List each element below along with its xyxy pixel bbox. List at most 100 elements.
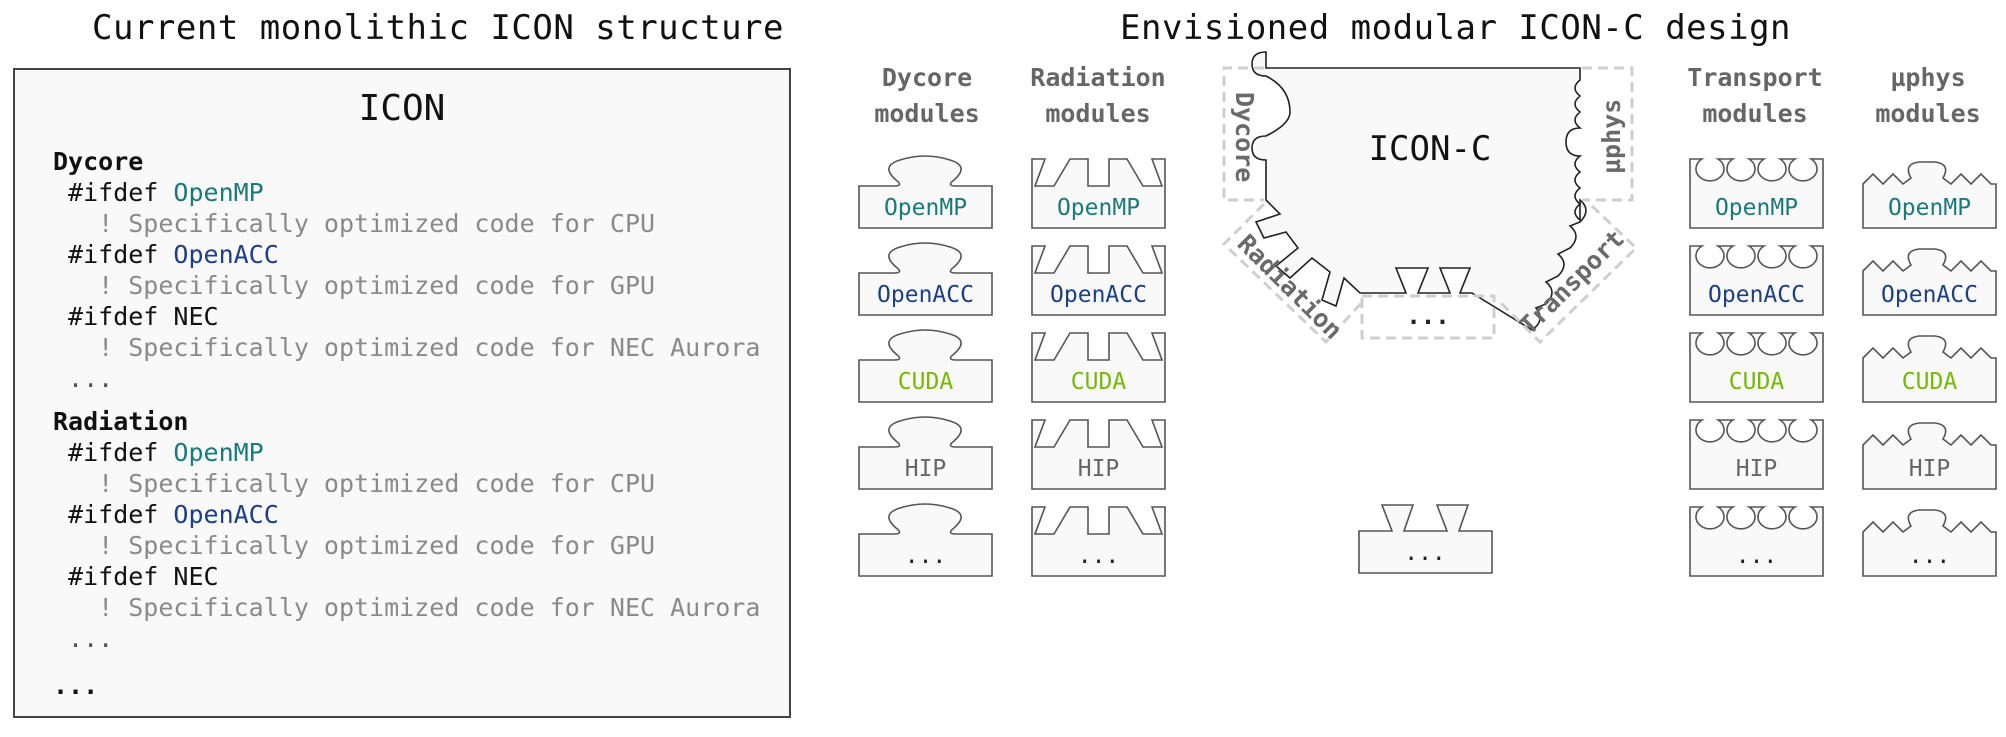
trailing-ellipsis: ... (53, 670, 760, 701)
code-comment: ! Specifically optimized code for CPU (53, 469, 656, 498)
icon-c-core: ICON-C (1251, 51, 1587, 331)
dovetail-connector-shape (1031, 506, 1166, 577)
slot-muphys: µphys (1582, 66, 1634, 202)
module-backend-label: CUDA (1071, 369, 1127, 395)
code-comment: ! Specifically optimized code for CPU (53, 209, 656, 238)
slot-dycore: Dycore (1222, 66, 1264, 202)
module-backend-label: OpenACC (877, 282, 974, 308)
module-dycore-openmp: OpenMP (858, 155, 993, 229)
column-heading-radiation: Radiation modules (1030, 63, 1166, 128)
ellipsis: ... (53, 671, 99, 700)
module-muphys-hip: HIP (1862, 422, 1997, 490)
module-backend-label: OpenACC (1708, 282, 1805, 308)
ifdef-line: #ifdef OpenACC (53, 499, 760, 530)
circles-connector-shape (1689, 419, 1824, 490)
circles-connector-shape (1689, 158, 1824, 229)
code-comment: ! Specifically optimized code for GPU (53, 271, 656, 300)
ifdef-line: #ifdef OpenMP (53, 177, 760, 208)
module-backend-label: HIP (1736, 456, 1778, 482)
ifdef-target: OpenACC (173, 240, 279, 269)
section-heading: Radiation (53, 406, 760, 437)
comment-line: ! Specifically optimized code for NEC Au… (53, 332, 760, 363)
left-panel-title: Current monolithic ICON structure (92, 8, 785, 48)
comment-line: ! Specifically optimized code for GPU (53, 530, 760, 561)
monolith-code-listing: Dycore #ifdef OpenMP ! Specifically opti… (53, 146, 760, 701)
mushroom-connector-shape (858, 329, 993, 403)
module-backend-label: CUDA (1729, 369, 1785, 395)
module-muphys-openmp: OpenMP (1862, 161, 1997, 229)
module-backend-label: CUDA (898, 369, 954, 395)
module-backend-label: HIP (1078, 456, 1120, 482)
module-backend-label: HIP (905, 456, 947, 482)
module-radiation-dots: ... (1031, 506, 1166, 577)
ifdef-directive: #ifdef (53, 178, 174, 207)
module-backend-label: OpenACC (1881, 282, 1978, 308)
module-transport-hip: HIP (1689, 419, 1824, 490)
dovetail-connector-shape (1031, 332, 1166, 403)
circles-connector-shape (1689, 332, 1824, 403)
mushroom-connector-shape (858, 416, 993, 490)
module-backend-label: HIP (1909, 456, 1951, 482)
section-ellipsis: ... (53, 623, 760, 654)
ifdef-line: #ifdef OpenMP (53, 437, 760, 468)
ifdef-directive: #ifdef (53, 438, 174, 467)
module-muphys-openacc: OpenACC (1862, 248, 1997, 316)
ellipsis: ... (53, 624, 114, 653)
module-backend-label: OpenACC (1050, 282, 1147, 308)
comment-line: ! Specifically optimized code for CPU (53, 208, 760, 239)
slot-label-muphys: µphys (1597, 99, 1626, 174)
module-backend-label: OpenMP (1888, 195, 1971, 221)
other-module: ... (1358, 504, 1493, 574)
section-heading: Dycore (53, 146, 760, 177)
ifdef-line: #ifdef OpenACC (53, 239, 760, 270)
ellipsis: ... (53, 364, 114, 393)
module-dycore-hip: HIP (858, 416, 993, 490)
module-radiation-cuda: CUDA (1031, 332, 1166, 403)
section-name: Radiation (53, 407, 189, 436)
module-dycore-cuda: CUDA (858, 329, 993, 403)
section-name: Dycore (53, 147, 144, 176)
module-backend-label: ... (905, 543, 947, 569)
zigzag-knob-connector-shape (1862, 509, 1997, 577)
module-transport-openacc: OpenACC (1689, 245, 1824, 316)
column-heading-dycore: Dycore modules (874, 63, 980, 128)
module-muphys-cuda: CUDA (1862, 335, 1997, 403)
ifdef-line: #ifdef NEC (53, 301, 760, 332)
ifdef-target: NEC (173, 302, 219, 331)
ifdef-directive: #ifdef (53, 302, 174, 331)
module-radiation-openmp: OpenMP (1031, 158, 1166, 229)
module-muphys-dots: ... (1862, 509, 1997, 577)
module-transport-cuda: CUDA (1689, 332, 1824, 403)
dovetail-connector-shape (1031, 245, 1166, 316)
module-backend-label: OpenMP (884, 195, 967, 221)
circles-connector-shape (1689, 245, 1824, 316)
ifdef-target: OpenACC (173, 500, 279, 529)
module-backend-label: ... (1736, 543, 1778, 569)
module-radiation-openacc: OpenACC (1031, 245, 1166, 316)
module-backend-label: ... (1909, 543, 1951, 569)
column-heading-transport: Transport modules (1687, 63, 1823, 128)
comment-line: ! Specifically optimized code for CPU (53, 468, 760, 499)
ifdef-directive: #ifdef (53, 240, 174, 269)
ifdef-directive: #ifdef (53, 562, 174, 591)
mushroom-connector-shape (858, 155, 993, 229)
ifdef-target: NEC (173, 562, 219, 591)
other-module-label: ... (1404, 540, 1446, 566)
module-dycore-openacc: OpenACC (858, 242, 993, 316)
monolithic-icon-box: ICON Dycore #ifdef OpenMP ! Specifically… (13, 68, 791, 718)
zigzag-knob-connector-shape (1862, 422, 1997, 490)
monolith-heading: ICON (358, 88, 446, 129)
other-module-shape (1358, 504, 1493, 574)
comment-line: ! Specifically optimized code for NEC Au… (53, 592, 760, 623)
icon-c-core-shape (1251, 51, 1587, 331)
module-transport-dots: ... (1689, 506, 1824, 577)
module-backend-label: CUDA (1902, 369, 1958, 395)
module-backend-label: OpenMP (1715, 195, 1798, 221)
code-comment: ! Specifically optimized code for NEC Au… (53, 593, 761, 622)
section-ellipsis: ... (53, 363, 760, 394)
comment-line: ! Specifically optimized code for GPU (53, 270, 760, 301)
code-comment: ! Specifically optimized code for GPU (53, 531, 656, 560)
module-radiation-hip: HIP (1031, 419, 1166, 490)
circles-connector-shape (1689, 506, 1824, 577)
